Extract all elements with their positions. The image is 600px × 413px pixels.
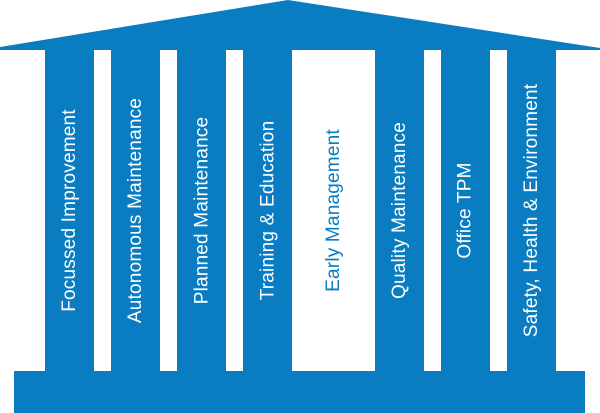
pillar-label-safety-health-environment: Safety, Health & Environment <box>521 83 542 338</box>
pillar-label-focussed-improvement: Focussed Improvement <box>59 109 80 312</box>
pillar-label-office-tpm: Office TPM <box>455 162 477 259</box>
pillar-training-education: Training & Education <box>243 50 292 371</box>
pillar-focussed-improvement: Focussed Improvement <box>45 50 94 371</box>
pillar-planned-maintenance: Planned Maintenance <box>177 50 226 371</box>
pillar-quality-maintenance: Quality Maintenance <box>375 50 424 371</box>
pillar-label-early-management: Early Management <box>323 129 345 292</box>
pillar-label-training-education: Training & Education <box>257 120 278 301</box>
base-shape <box>14 371 585 413</box>
pillar-office-tpm: Office TPM <box>441 50 490 371</box>
pillar-early-management: Early Management <box>309 50 358 371</box>
pillar-autonomous-maintenance: Autonomous Maintenance <box>111 50 160 371</box>
pillar-safety-health-environment: Safety, Health & Environment <box>507 50 556 371</box>
pillar-label-autonomous-maintenance: Autonomous Maintenance <box>125 97 146 324</box>
pillar-label-quality-maintenance: Quality Maintenance <box>389 121 411 300</box>
pillar-label-planned-maintenance: Planned Maintenance <box>191 116 213 305</box>
